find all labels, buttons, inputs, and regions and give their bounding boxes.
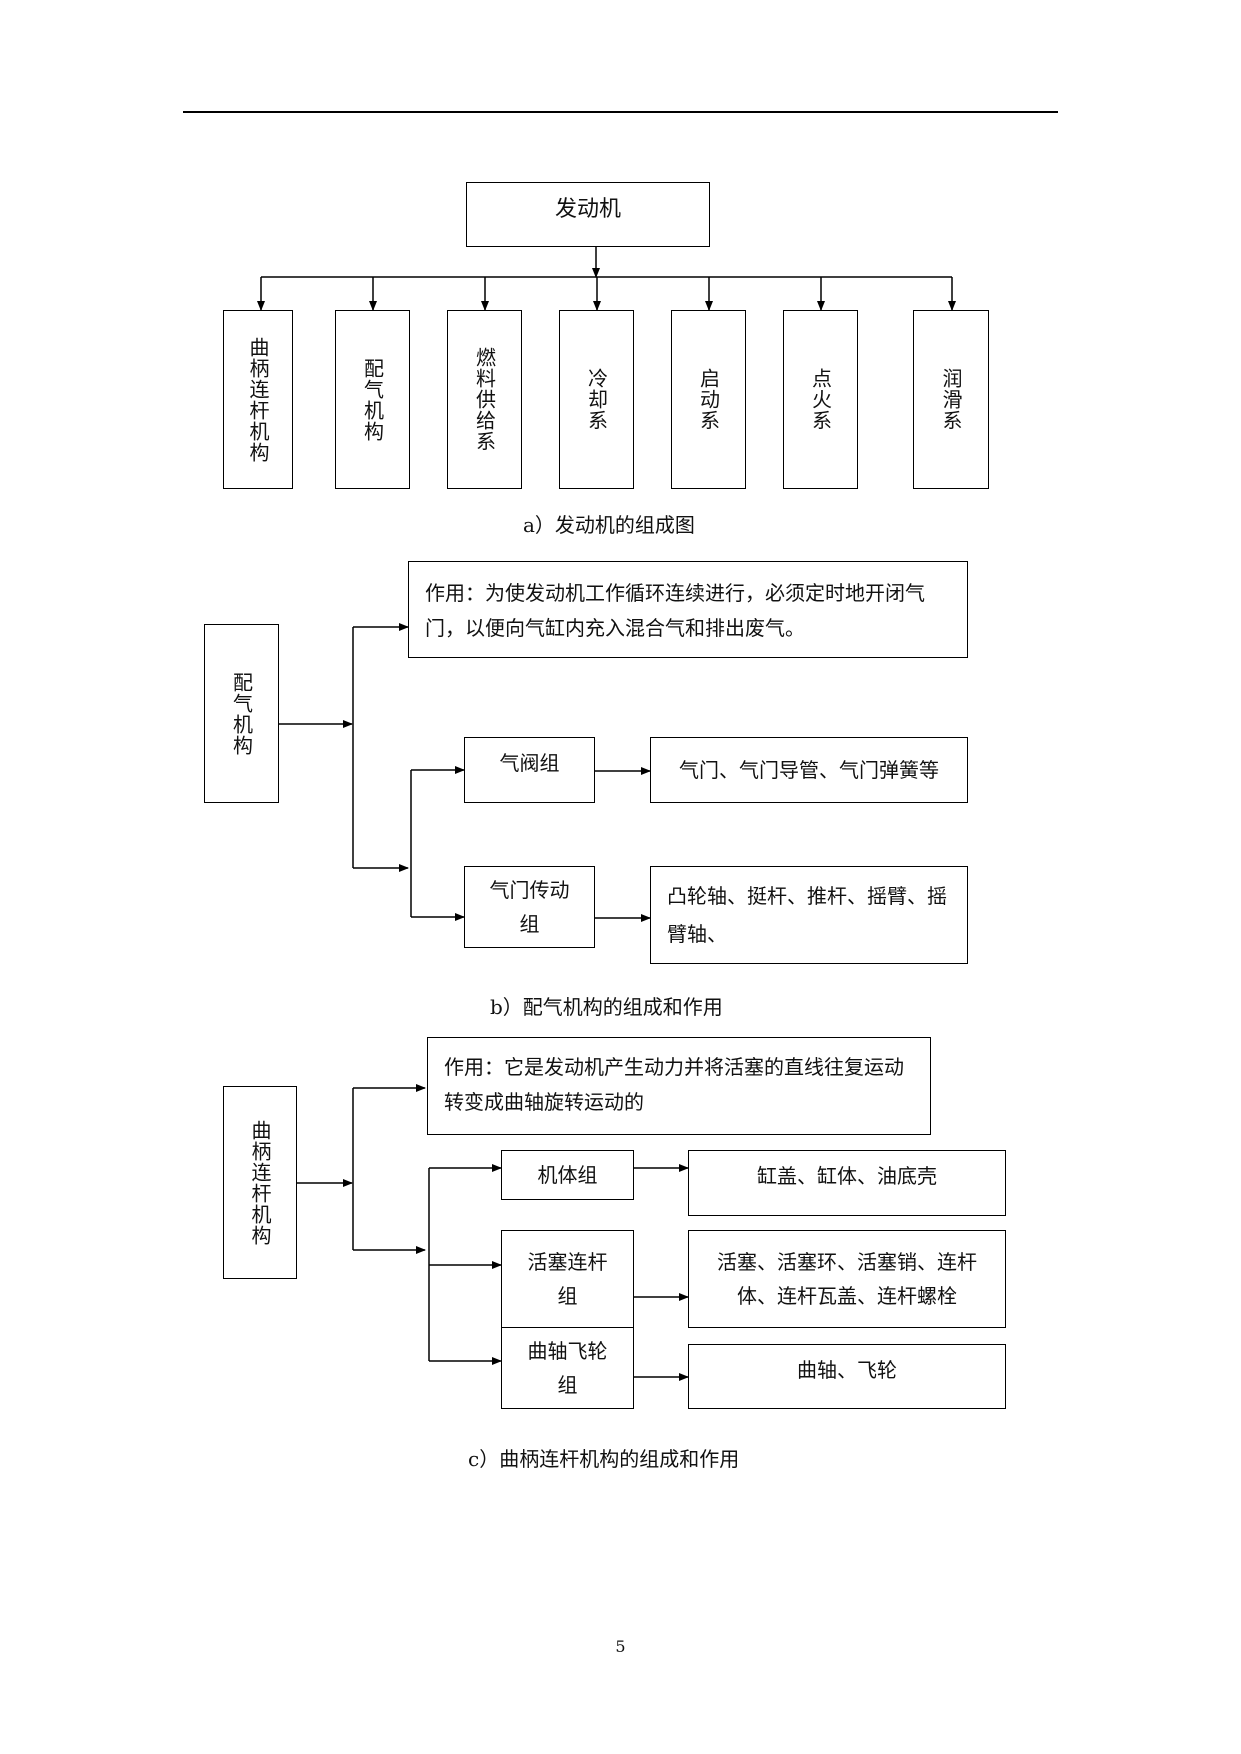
valve-train-function-text: 作用：为使发动机工作循环连续进行，必须定时地开闭气门，以便向气缸内充入混合气和排… xyxy=(425,581,925,640)
child-box-valve-train: 配气机构 xyxy=(335,310,410,489)
caption-c: c）曲柄连杆机构的组成和作用 xyxy=(468,1447,740,1471)
block-group-label: 机体组 xyxy=(537,1163,598,1187)
crankshaft-group-box: 曲轴飞轮组 xyxy=(501,1327,634,1409)
valve-drive-group-label: 气门传动组 xyxy=(489,878,570,936)
child-label-lubrication: 润滑系 xyxy=(939,368,963,431)
valve-drive-parts: 凸轮轴、挺杆、推杆、摇臂、摇臂轴、 xyxy=(667,884,947,946)
child-label-ignition: 点火系 xyxy=(808,368,833,431)
block-group-parts: 缸盖、缸体、油底壳 xyxy=(757,1164,937,1188)
crank-root-label: 曲柄连杆机构 xyxy=(248,1119,272,1246)
child-label-fuel: 燃料供给系 xyxy=(472,347,497,452)
child-label-cooling: 冷却系 xyxy=(584,368,609,431)
crankshaft-parts: 曲轴、飞轮 xyxy=(797,1358,897,1382)
piston-rod-group-label: 活塞连杆组 xyxy=(527,1250,608,1308)
caption-a: a）发动机的组成图 xyxy=(523,513,695,537)
valve-group-parts-box: 气门、气门导管、气门弹簧等 xyxy=(650,737,968,803)
child-box-starting: 启动系 xyxy=(671,310,746,489)
crankshaft-group-label: 曲轴飞轮组 xyxy=(527,1339,608,1397)
valve-train-function-box: 作用：为使发动机工作循环连续进行，必须定时地开闭气门，以便向气缸内充入混合气和排… xyxy=(408,561,968,658)
block-group-box: 机体组 xyxy=(501,1150,634,1200)
crank-function-text: 作用：它是发动机产生动力并将活塞的直线往复运动转变成曲轴旋转运动的 xyxy=(444,1055,904,1114)
valve-drive-parts-box: 凸轮轴、挺杆、推杆、摇臂、摇臂轴、 xyxy=(650,866,968,964)
page-number: 5 xyxy=(615,1637,626,1656)
valve-drive-group-box: 气门传动组 xyxy=(464,866,595,948)
crank-root-box: 曲柄连杆机构 xyxy=(223,1086,297,1279)
child-box-lubrication: 润滑系 xyxy=(913,310,989,489)
valve-group-box: 气阀组 xyxy=(464,737,595,803)
valve-train-root-box: 配气机构 xyxy=(204,624,279,803)
caption-b: b）配气机构的组成和作用 xyxy=(490,995,723,1019)
valve-train-root-label: 配气机构 xyxy=(229,671,254,756)
crank-function-box: 作用：它是发动机产生动力并将活塞的直线往复运动转变成曲轴旋转运动的 xyxy=(427,1037,931,1135)
piston-rod-group-box: 活塞连杆组 xyxy=(501,1230,634,1328)
engine-root-box: 发动机 xyxy=(466,182,710,247)
child-box-cooling: 冷却系 xyxy=(559,310,634,489)
child-box-fuel: 燃料供给系 xyxy=(447,310,522,489)
piston-rod-parts-box: 活塞、活塞环、活塞销、连杆体、连杆瓦盖、连杆螺栓 xyxy=(688,1230,1006,1328)
engine-root-label: 发动机 xyxy=(554,197,621,222)
valve-group-label: 气阀组 xyxy=(499,751,560,775)
header-rule xyxy=(183,111,1058,113)
child-box-ignition: 点火系 xyxy=(783,310,858,489)
child-label-crank: 曲柄连杆机构 xyxy=(246,336,270,463)
child-label-valve-train: 配气机构 xyxy=(360,357,385,442)
piston-rod-parts: 活塞、活塞环、活塞销、连杆体、连杆瓦盖、连杆螺栓 xyxy=(717,1250,977,1308)
child-label-starting: 启动系 xyxy=(696,368,721,431)
child-box-crank: 曲柄连杆机构 xyxy=(223,310,293,489)
crankshaft-parts-box: 曲轴、飞轮 xyxy=(688,1344,1006,1409)
block-group-parts-box: 缸盖、缸体、油底壳 xyxy=(688,1150,1006,1216)
valve-group-parts: 气门、气门导管、气门弹簧等 xyxy=(679,758,939,782)
